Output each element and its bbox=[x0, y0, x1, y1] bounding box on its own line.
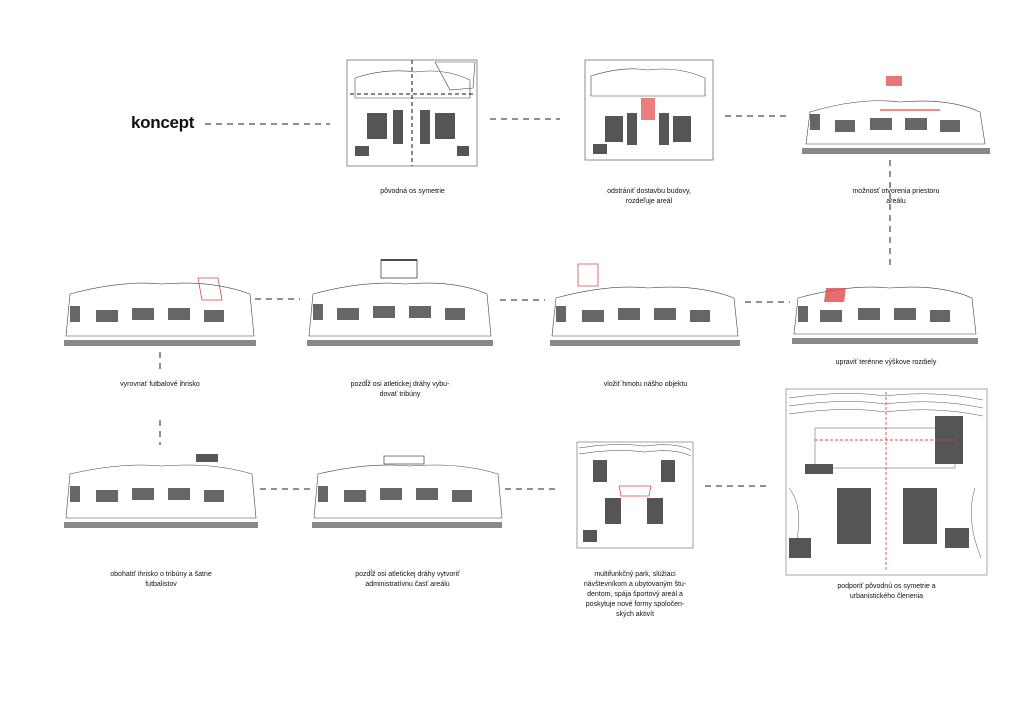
step-1-caption: pôvodná os symetrie bbox=[380, 188, 445, 195]
step-7-caption: vyrovnať futbalové ihrisko bbox=[120, 381, 200, 388]
step-4-axo bbox=[790, 268, 980, 348]
step-7-axo bbox=[62, 270, 258, 350]
step-9-axo bbox=[310, 450, 505, 532]
step-5-axo bbox=[548, 258, 743, 350]
step-2-caption: odstrániť dostavbu budovy, rozdeľuje are… bbox=[607, 188, 691, 205]
step-6-caption: pozdĺž osi atletickej dráhy vybu- dovať … bbox=[350, 381, 450, 398]
step-6-axo bbox=[305, 258, 495, 350]
page-title: koncept bbox=[131, 113, 195, 132]
step-5-caption: vložiť hmotu nášho objektu bbox=[603, 381, 688, 388]
step-8-axo bbox=[62, 450, 260, 532]
step-10-caption: multifunkčný park, slúžiaci návštevníkom… bbox=[583, 571, 687, 618]
step-11-caption: podporiť pôvodnú os symetrie a urbanisti… bbox=[837, 583, 936, 600]
step-11-plan bbox=[785, 388, 988, 576]
step-3-axo bbox=[800, 72, 992, 157]
step-2-plan bbox=[583, 58, 715, 163]
step-10-plan bbox=[575, 440, 695, 550]
step-9-caption: pozdĺž osi atletickej dráhy vytvoriť adm… bbox=[355, 571, 460, 588]
step-8-caption: obohatiť ihrisko o tribúny a šatne futba… bbox=[110, 571, 212, 588]
step-4-caption: upraviť terénne výškove rozdiely bbox=[835, 359, 937, 366]
step-3-caption: možnosť otvorenia priestoru areálu bbox=[852, 188, 940, 205]
step-1-plan bbox=[345, 58, 480, 168]
